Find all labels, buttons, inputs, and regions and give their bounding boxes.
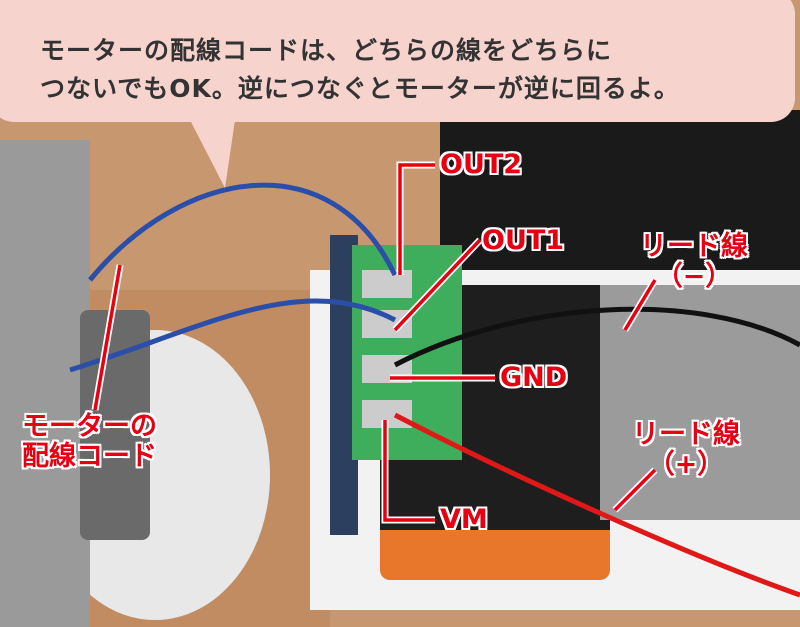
caption-line-2: つないでもOK。逆につなぐとモーターが逆に回るよ。 bbox=[40, 74, 680, 103]
label-vm: VM bbox=[440, 504, 488, 535]
blue-wire bbox=[88, 182, 398, 282]
black-lead-wire bbox=[393, 306, 800, 368]
label-out1: OUT1 bbox=[482, 225, 565, 256]
terminal-screw bbox=[362, 270, 412, 298]
label-lead-plus-line1: リード線 bbox=[632, 419, 740, 450]
red-lead-wire bbox=[393, 412, 800, 598]
caption-line-1: モーターの配線コードは、どちらの線をどちらに bbox=[40, 36, 613, 65]
label-motor-cord: モーターの 配線コード bbox=[22, 412, 157, 472]
label-motor-cord-line2: 配線コード bbox=[22, 441, 157, 472]
blue-wire bbox=[69, 298, 397, 373]
label-lead-minus: リード線 （−） bbox=[640, 232, 748, 292]
label-out2: OUT2 bbox=[440, 149, 523, 180]
label-lead-minus-line1: リード線 bbox=[640, 231, 748, 262]
speech-bubble bbox=[0, 0, 795, 122]
switch-unit bbox=[600, 285, 800, 520]
label-motor-cord-line1: モーターの bbox=[22, 411, 157, 442]
label-gnd: GND bbox=[500, 362, 568, 393]
label-lead-plus: リード線 （+） bbox=[632, 420, 740, 480]
label-lead-plus-line2: （+） bbox=[647, 449, 725, 480]
label-lead-minus-line2: （−） bbox=[655, 261, 733, 292]
motor-gearbox bbox=[0, 140, 90, 627]
caption: モーターの配線コードは、どちらの線をどちらに つないでもOK。逆につなぐとモータ… bbox=[40, 32, 780, 108]
leader-lines bbox=[93, 163, 657, 522]
